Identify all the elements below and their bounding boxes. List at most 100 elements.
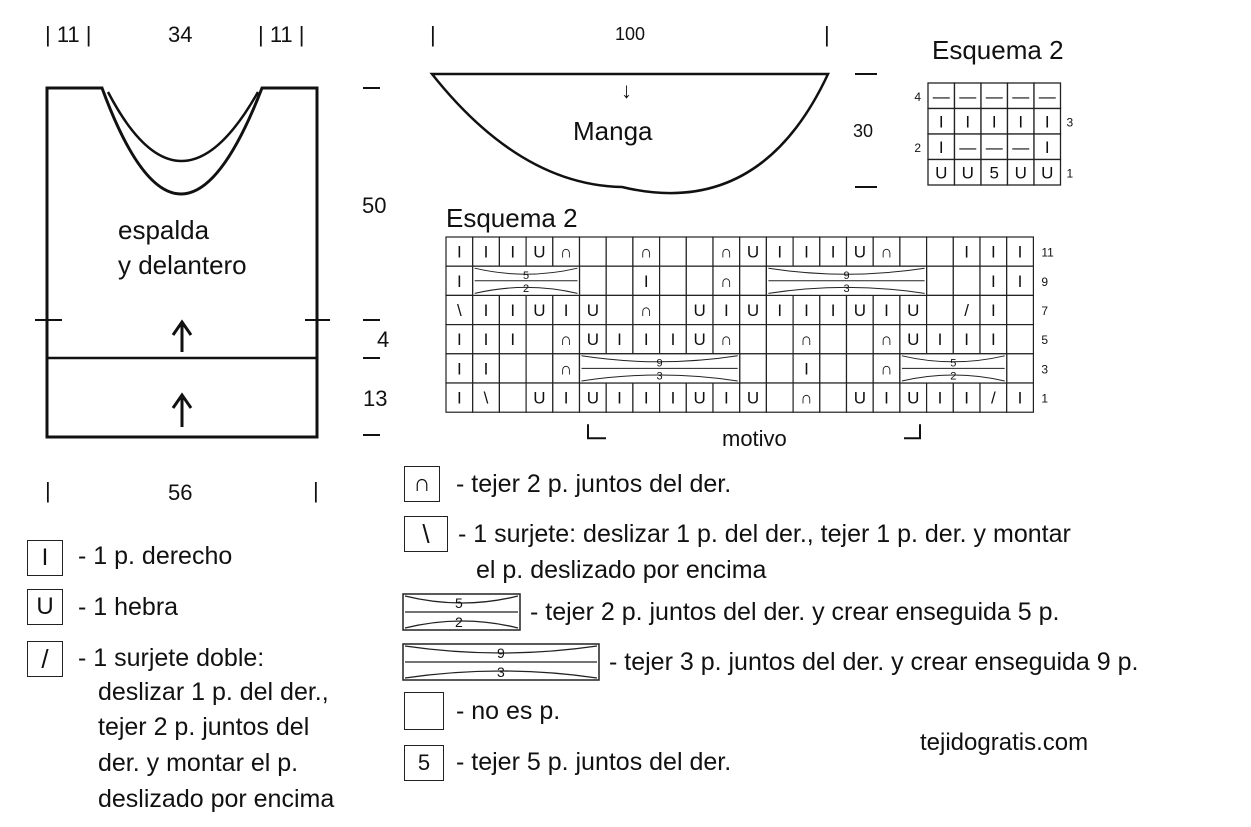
small-scheme-title: Esquema 2 [932,35,1064,65]
big-scheme-row-number: 9 [1041,275,1048,289]
big-scheme-cell [872,382,901,413]
big-scheme-cell [498,294,527,326]
big-scheme-cell [685,324,714,355]
arrow-down-icon: ↓ [621,78,632,103]
big-scheme-cell [578,294,607,326]
big-scheme-cell [472,324,501,355]
big-scheme-symbol: U [587,301,599,320]
big-scheme-symbol: U [907,301,919,320]
big-scheme-cell [605,353,634,384]
big-scheme-symbol: I [510,330,515,349]
big-scheme-cell [765,265,794,297]
big-scheme-cell [925,382,954,413]
big-scheme-symbol: ∩ [640,301,652,320]
legend-k2tog-text: - tejer 2 p. juntos del der. [456,470,732,498]
big-scheme-symbol: I [938,330,943,349]
sleeve-width-dim: 100 [615,24,646,44]
big-scheme-symbol: I [484,301,489,320]
big-scheme-symbol: I [1018,243,1023,262]
big-scheme-cell [952,353,981,384]
k2tog-icon: ∩ [404,466,440,502]
big-scheme-symbol: I [644,272,649,291]
legend-ssk-line2: el p. deslizado por encima [476,556,767,584]
big-scheme-symbol: I [484,243,489,262]
big-scheme-cell [952,236,981,267]
big-scheme-symbol: I [804,359,809,378]
small-scheme-symbol: I [992,112,997,131]
no-stitch-icon [404,692,444,730]
big-scheme-cell [525,382,554,413]
big-scheme-symbol: I [964,389,969,408]
small-scheme-symbol: I [1045,112,1050,131]
big-scheme-cell [765,353,794,384]
big-scheme-cell [632,324,661,355]
big-scheme-cell [792,382,821,413]
big-scheme-cell [952,265,981,297]
big-scheme-cell [1006,265,1035,297]
big-scheme-cell [1006,353,1035,384]
body-height-dim: 50 [362,193,387,218]
big-scheme-cell [872,236,901,267]
big-scheme-row-number: 1 [1041,392,1048,406]
big-scheme-cell [845,353,874,384]
big-scheme-symbol: U [854,389,866,408]
big-scheme-cell [632,265,661,297]
legend-no-stitch-text: - no es p. [456,697,561,725]
big-scheme-cell [658,353,687,384]
legend-double-decrease-line4: der. y montar el p. [98,749,299,777]
body-label-line1: espalda [118,215,210,245]
sleeve-height-dim: 30 [853,121,874,141]
big-scheme-row-number: 7 [1041,304,1048,318]
big-scheme-cell [658,324,687,355]
sleeve-bar-right: | [824,22,830,47]
big-scheme-symbol: I [884,389,889,408]
big-scheme-cell [712,324,741,355]
big-scheme-symbol: I [884,301,889,320]
big-scheme-cell [819,236,848,267]
double-decrease-icon: / [27,641,63,677]
big-scheme-cell [445,294,474,326]
big-scheme-symbol: U [533,389,545,408]
small-scheme-cell [953,107,982,135]
big-scheme-cell [845,294,874,326]
body-top-dim-left: | 11 | [45,22,92,47]
big-scheme-symbol: ∩ [800,330,812,349]
big-scheme-cell [979,353,1008,384]
big-scheme-cell [845,236,874,267]
big-scheme-cell [872,353,901,384]
body-rib-dim-1: 4 [377,327,390,352]
big-scheme-symbol: ∩ [880,359,892,378]
big-scheme-cell [498,236,527,267]
big-scheme-cell [1006,294,1035,326]
big-scheme-symbol: I [510,243,515,262]
big-scheme-cell [605,324,634,355]
big-scheme-symbol: ∩ [880,330,892,349]
big-scheme-cell [872,294,901,326]
big-scheme-cell [525,236,554,267]
big-scheme-cell [792,324,821,355]
body-bottom-bar-right: | [313,478,319,503]
big-scheme-cell [472,382,501,413]
big-scheme-cell [472,236,501,267]
big-scheme-cell [792,265,821,297]
body-top-dim-right: | 11 | [258,22,305,47]
big-scheme-cell [979,265,1008,297]
ssk-icon: \ [404,516,448,552]
big-scheme-symbol: I [724,389,729,408]
big-scheme-symbol: ∩ [560,330,572,349]
small-scheme-symbol: I [965,112,970,131]
small-scheme-cell [927,107,956,135]
big-scheme-cell [925,294,954,326]
big-scheme-cell [658,236,687,267]
small-scheme-cell [927,158,956,186]
big-scheme-cell [872,265,901,297]
big-scheme-symbol: / [991,389,996,408]
big-scheme-cell [712,294,741,326]
big-scheme-cell [925,324,954,355]
big-scheme-cell [658,265,687,297]
big-scheme-symbol: ∩ [640,243,652,262]
small-scheme-cell [953,133,982,161]
big-scheme-symbol: U [747,301,759,320]
small-scheme-symbol: U [935,163,947,182]
big-scheme-symbol: I [831,243,836,262]
